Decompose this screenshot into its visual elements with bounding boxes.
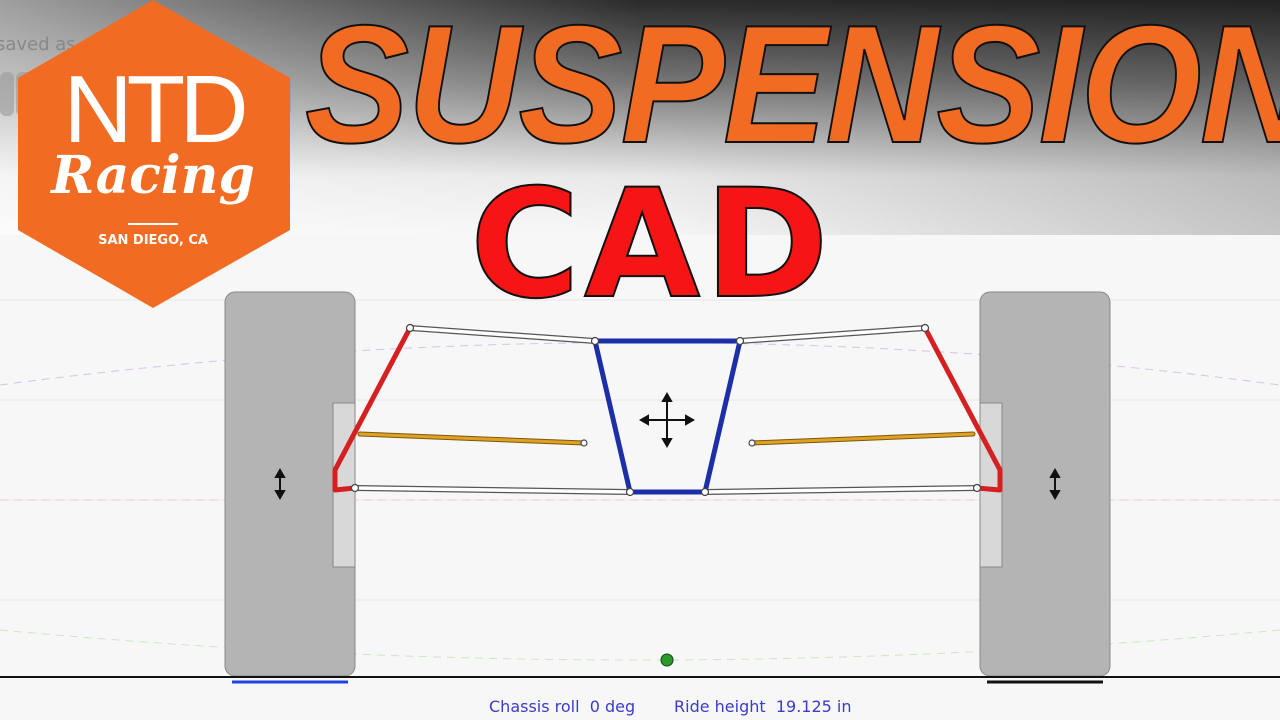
joints[interactable] bbox=[350, 323, 982, 497]
ntd-logo bbox=[18, 0, 290, 308]
chassis-roll-readout: Chassis roll 0 deg bbox=[489, 697, 635, 716]
vertical-arrows-icon[interactable] bbox=[274, 467, 286, 501]
ride-height-readout: Ride height 19.125 in bbox=[674, 697, 851, 716]
vertical-arrows-icon[interactable] bbox=[1049, 467, 1061, 501]
ride-height-value: 19.125 in bbox=[775, 697, 852, 716]
chassis-roll-label: Chassis roll bbox=[489, 697, 580, 716]
headline-line2: CAD bbox=[469, 157, 833, 333]
right-upright[interactable] bbox=[922, 326, 1003, 493]
saved-status: saved as bbox=[0, 34, 76, 55]
logo-location: SAN DIEGO, CA bbox=[98, 233, 208, 248]
logo-sub: Racing bbox=[51, 145, 255, 206]
logo-name: NTD bbox=[63, 56, 248, 163]
left-upright[interactable] bbox=[332, 326, 413, 493]
ride-height-label: Ride height bbox=[674, 697, 766, 716]
headline-line1: SUSPENSION bbox=[304, 0, 1280, 179]
roll-center-dot[interactable] bbox=[660, 653, 674, 667]
toolbar-button[interactable] bbox=[0, 72, 14, 116]
move-arrows-icon[interactable] bbox=[638, 391, 696, 449]
chassis-roll-value: 0 deg bbox=[589, 697, 636, 716]
